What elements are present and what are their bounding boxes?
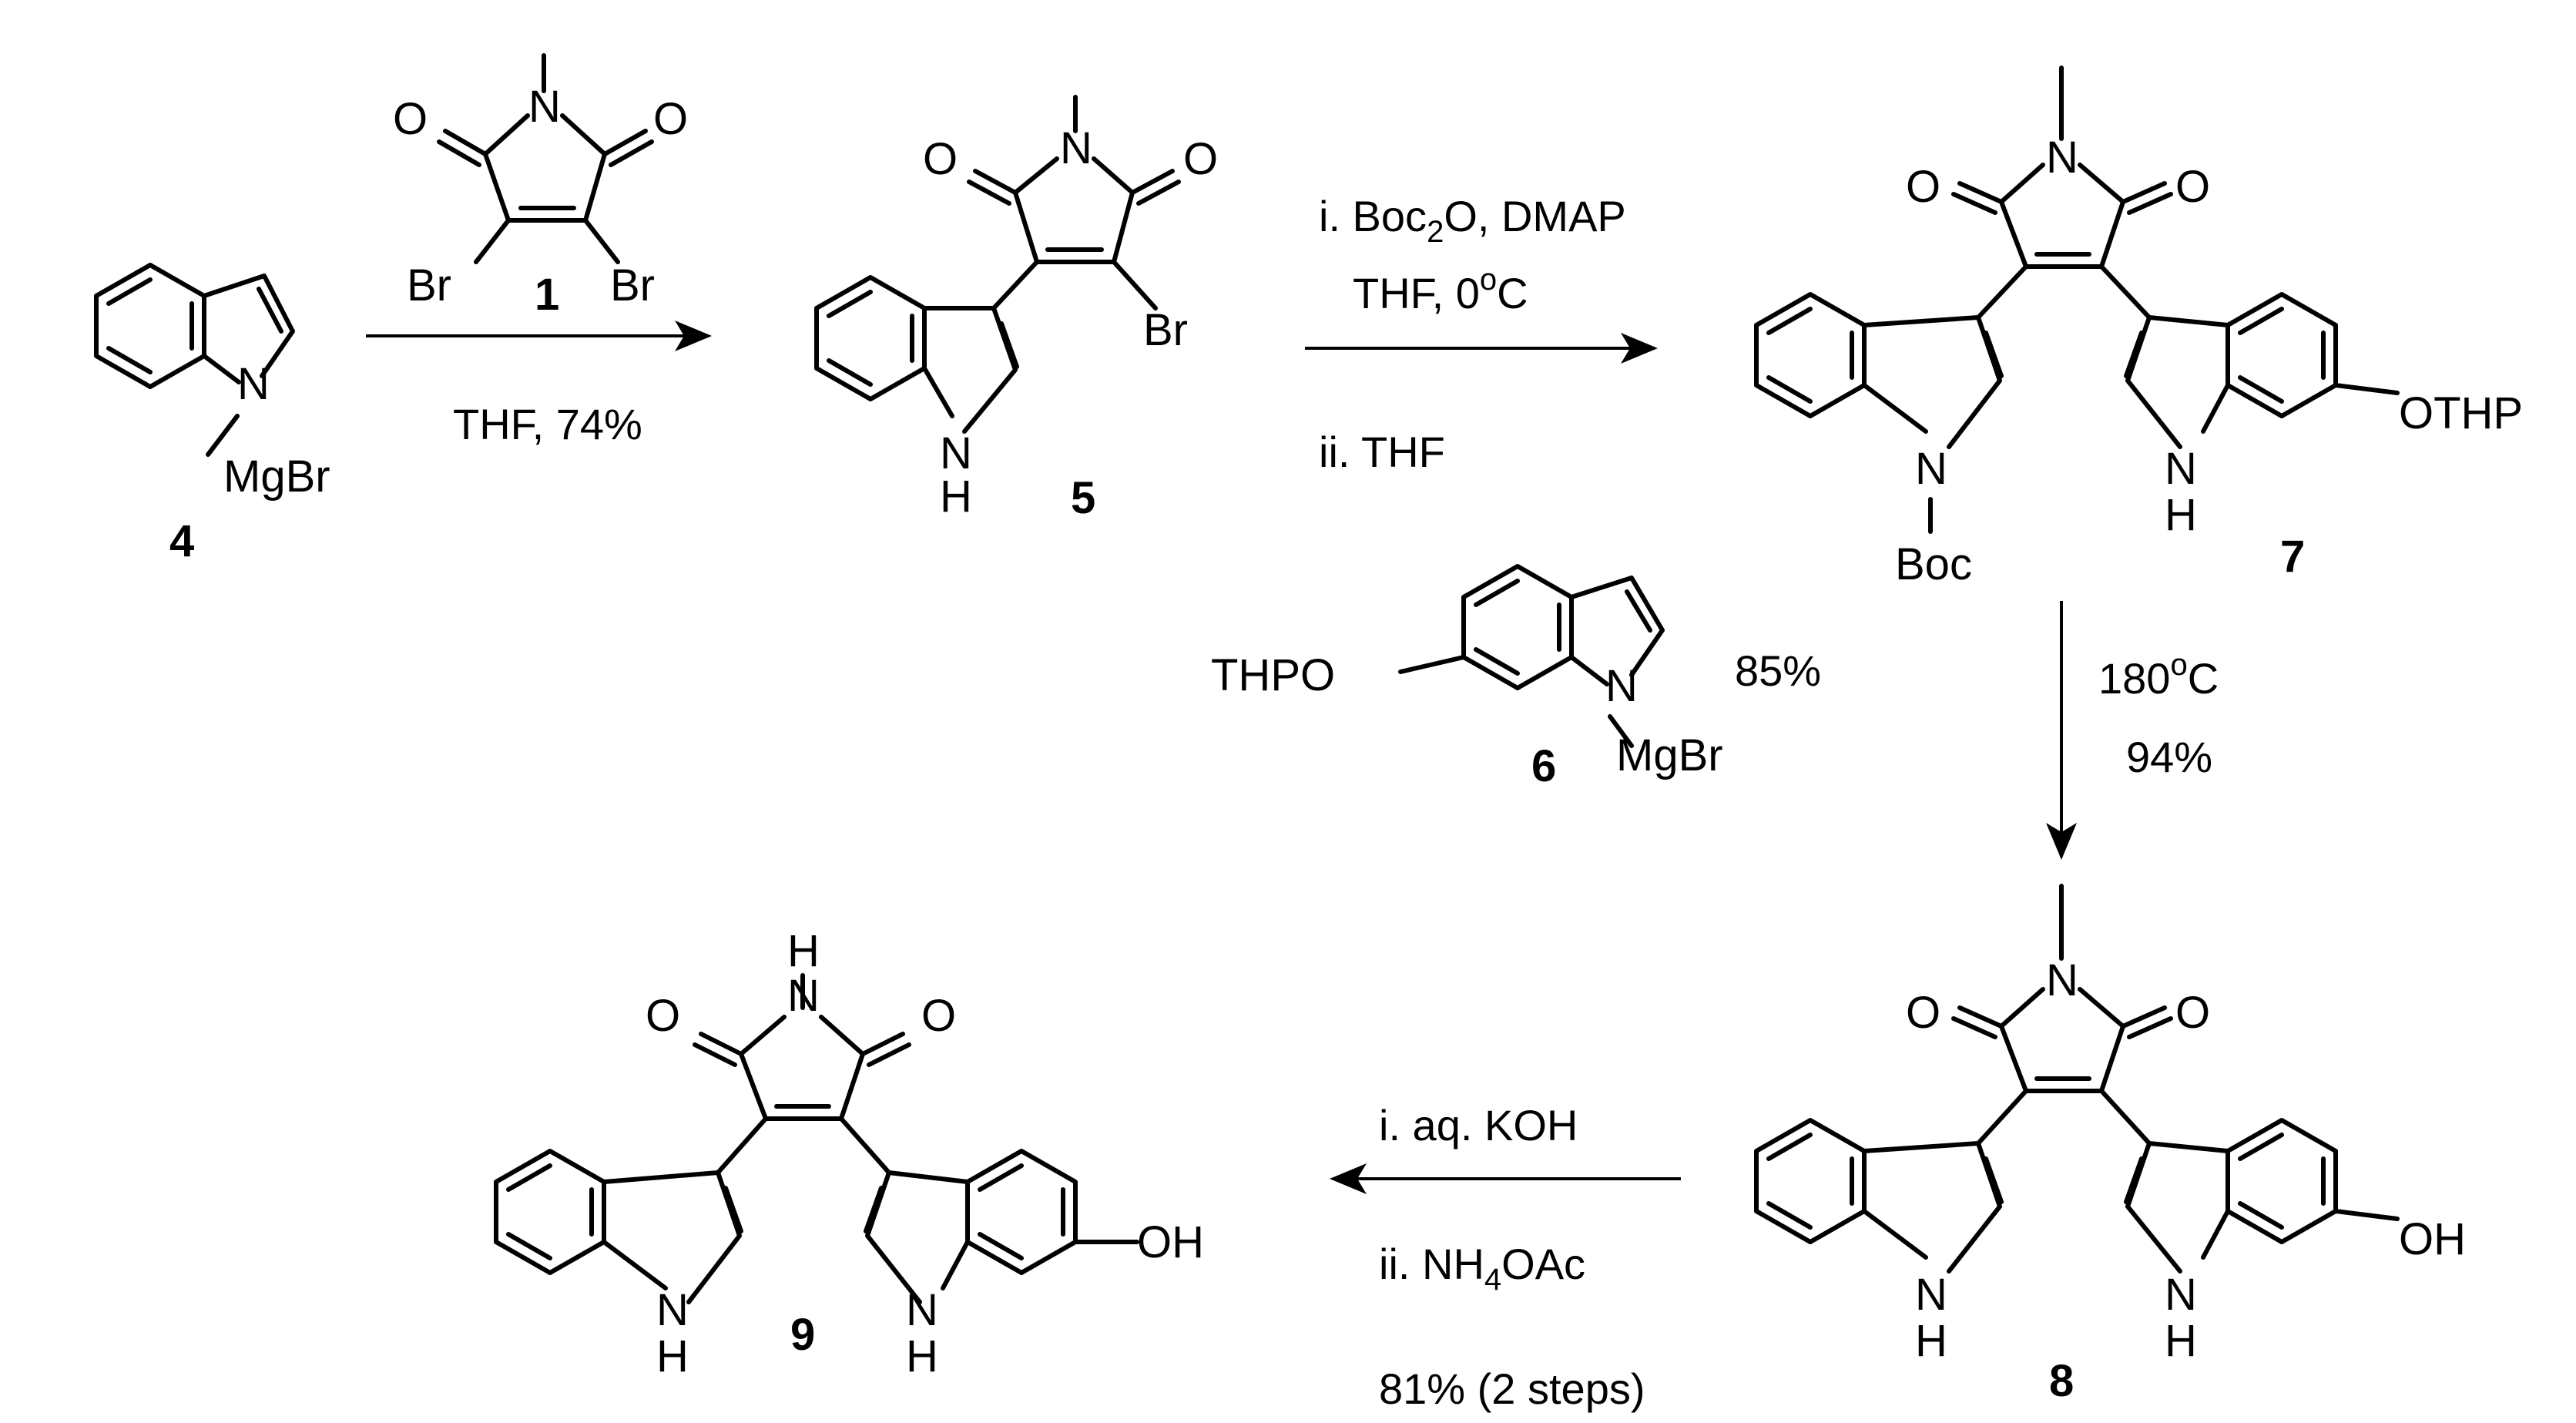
c6-thpo-atom: THPO xyxy=(1211,650,1335,700)
c8-n-atom: N xyxy=(2046,955,2078,1005)
step2-line3: ii. THF xyxy=(1319,428,1445,476)
c7-boc-atom: Boc xyxy=(1895,539,1972,589)
step4-line1: i. aq. KOH xyxy=(1379,1101,1578,1149)
c1-br1-atom: Br xyxy=(407,260,451,310)
c1-o1-atom: O xyxy=(393,94,428,144)
step4-yield: 81% (2 steps) xyxy=(1379,1364,1645,1413)
compound-5-label: 5 xyxy=(1071,473,1095,523)
c8-o1-atom: O xyxy=(1906,988,1940,1038)
compound-6: THPO N MgBr 6 xyxy=(1211,564,1723,791)
c5-o1-atom: O xyxy=(923,134,958,184)
compound-8: O N O N H N H OH 8 xyxy=(1754,884,2466,1406)
c8-nh2-h-atom: H xyxy=(2165,1316,2197,1366)
c9-nh2-n-atom: N xyxy=(906,1285,938,1335)
c5-o2-atom: O xyxy=(1183,134,1218,184)
c8-oh-atom: OH xyxy=(2399,1214,2466,1264)
c5-nh-h-atom: H xyxy=(940,472,972,522)
c9-h-atom: H xyxy=(787,926,820,976)
compound-7-label: 7 xyxy=(2280,532,2305,582)
compound-6-label: 6 xyxy=(1531,741,1556,791)
c7-n-atom: N xyxy=(2046,133,2078,183)
c8-nh1-h-atom: H xyxy=(1915,1316,1947,1366)
step3-conditions: 180oC 94% xyxy=(2098,648,2219,781)
c4-mgbr-atom: MgBr xyxy=(223,451,330,502)
compound-4: N MgBr 4 xyxy=(94,263,330,566)
c1-br2-atom: Br xyxy=(610,260,655,310)
c7-nboc-n-atom: N xyxy=(1915,444,1947,494)
c7-nh-h-atom: H xyxy=(2165,490,2197,540)
compound-1: O N O Br Br 1 xyxy=(393,53,688,320)
c7-othp-atom: OTHP xyxy=(2399,388,2523,438)
c5-nh-n-atom: N xyxy=(940,428,972,478)
step4-line2: ii. NH4OAc xyxy=(1379,1240,1585,1297)
c9-o1-atom: O xyxy=(646,991,680,1041)
c9-nh1-n-atom: N xyxy=(656,1285,689,1335)
compound-9-label: 9 xyxy=(790,1310,815,1360)
c9-oh-atom: OH xyxy=(1137,1217,1204,1267)
c9-n-atom: N xyxy=(787,971,820,1021)
c1-n-atom: N xyxy=(528,82,561,132)
c7-o1-atom: O xyxy=(1906,162,1940,212)
step2-line1: i. Boc2O, DMAP xyxy=(1319,192,1626,249)
c5-n-atom: N xyxy=(1060,123,1092,173)
step4-conditions: i. aq. KOH ii. NH4OAc 81% (2 steps) xyxy=(1379,1101,1645,1413)
c8-o2-atom: O xyxy=(2175,988,2210,1038)
c8-nh2-n-atom: N xyxy=(2165,1270,2197,1320)
compound-9: H N O O N H N H OH 9 xyxy=(494,926,1204,1381)
c1-o2-atom: O xyxy=(653,94,688,144)
c6-mgbr-atom: MgBr xyxy=(1616,730,1723,780)
c7-o2-atom: O xyxy=(2175,162,2210,212)
step2-line2: THF, 0oC xyxy=(1353,263,1528,317)
c6-n-atom: N xyxy=(1605,661,1638,711)
c4-n-atom: N xyxy=(237,359,270,409)
step3-temperature: 180oC xyxy=(2098,648,2219,703)
step1-conditions: THF, 74% xyxy=(453,400,642,448)
c9-o2-atom: O xyxy=(921,991,956,1041)
c5-br-atom: Br xyxy=(1143,305,1188,355)
compound-5: O N O Br N H 5 xyxy=(814,95,1218,523)
compound-8-label: 8 xyxy=(2049,1356,2074,1406)
c7-nh-n-atom: N xyxy=(2165,444,2197,494)
compound-7: O N O N Boc N H OTHP 7 xyxy=(1754,65,2523,589)
c9-nh2-h-atom: H xyxy=(906,1331,938,1381)
c8-nh1-n-atom: N xyxy=(1915,1270,1947,1320)
compound-1-label: 1 xyxy=(535,270,559,320)
step2-conditions: i. Boc2O, DMAP THF, 0oC ii. THF 85% xyxy=(1319,192,1821,695)
c9-nh1-h-atom: H xyxy=(656,1331,689,1381)
step2-yield: 85% xyxy=(1735,646,1821,695)
compound-4-label: 4 xyxy=(169,516,194,566)
step3-yield: 94% xyxy=(2126,733,2212,781)
